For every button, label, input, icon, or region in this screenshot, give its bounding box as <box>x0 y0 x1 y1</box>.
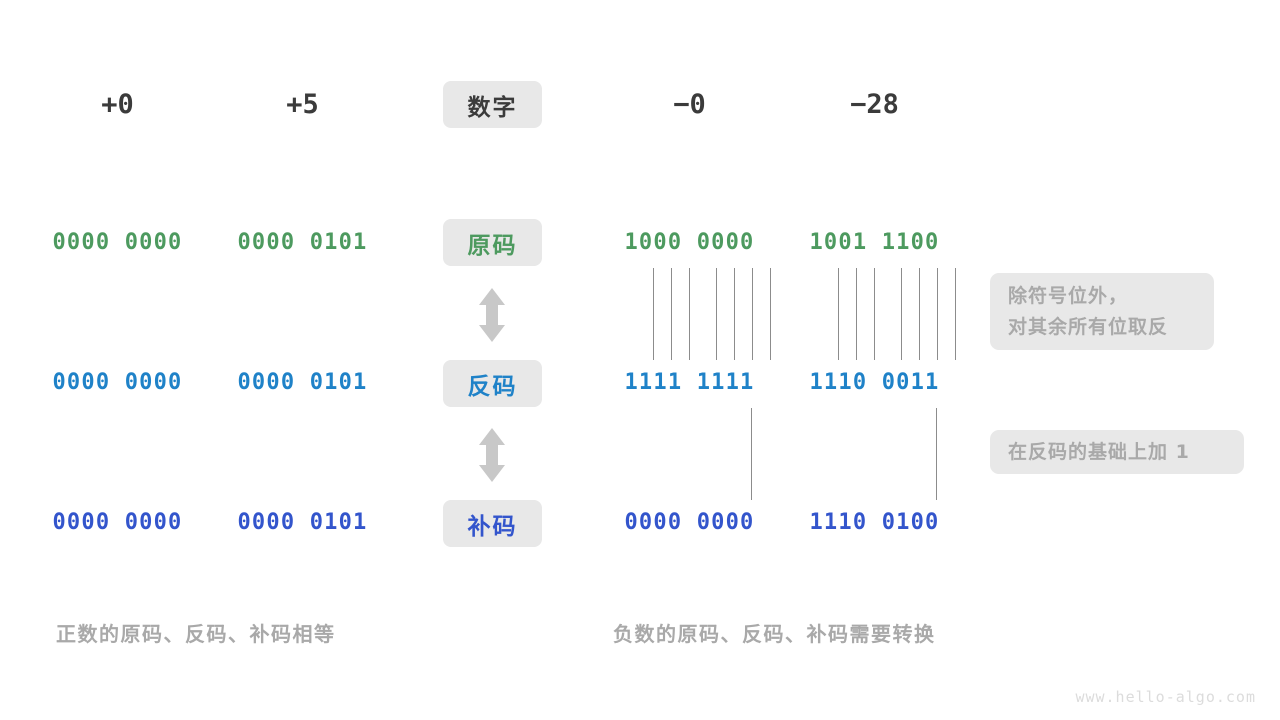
number-minus-twentyeight: −28 <box>850 88 899 120</box>
row-label-true-form: 原码 <box>443 219 542 266</box>
number-plus-zero: +0 <box>101 88 134 120</box>
note-invert-bits: 除符号位外， 对其余所有位取反 <box>990 273 1214 350</box>
trueform-plus-five: 0000 0101 <box>237 229 368 255</box>
connector-line <box>838 268 839 360</box>
connector-line <box>734 268 735 360</box>
connector-line <box>874 268 875 360</box>
connector-line <box>689 268 690 360</box>
connector-line <box>901 268 902 360</box>
connector-line <box>716 268 717 360</box>
note-add-one: 在反码的基础上加 1 <box>990 430 1244 474</box>
number-minus-zero: −0 <box>673 88 706 120</box>
connector-line <box>752 268 753 360</box>
number-plus-five: +5 <box>286 88 319 120</box>
connector-line <box>919 268 920 360</box>
trueform-plus-zero: 0000 0000 <box>52 229 183 255</box>
onescomp-plus-zero: 0000 0000 <box>52 369 183 395</box>
connector-line <box>856 268 857 360</box>
row-label-twos-complement: 补码 <box>443 500 542 547</box>
twoscomp-minus-twentyeight: 1110 0100 <box>809 509 940 535</box>
twoscomp-minus-zero: 0000 0000 <box>624 509 755 535</box>
row-label-number: 数字 <box>443 81 542 128</box>
caption-positive: 正数的原码、反码、补码相等 <box>56 622 336 646</box>
twoscomp-plus-five: 0000 0101 <box>237 509 368 535</box>
onescomp-minus-twentyeight: 1110 0011 <box>809 369 940 395</box>
caption-negative: 负数的原码、反码、补码需要转换 <box>613 622 936 646</box>
connector-line <box>653 268 654 360</box>
connector-line <box>751 408 752 500</box>
connector-line <box>955 268 956 360</box>
arrow-onescomp-to-twoscomp <box>478 428 506 482</box>
onescomp-minus-zero: 1111 1111 <box>624 369 755 395</box>
trueform-minus-twentyeight: 1001 1100 <box>809 229 940 255</box>
arrow-trueform-to-onescomp <box>478 288 506 342</box>
connector-line <box>770 268 771 360</box>
site-watermark: www.hello-algo.com <box>1075 688 1256 706</box>
connector-line <box>937 268 938 360</box>
twoscomp-plus-zero: 0000 0000 <box>52 509 183 535</box>
row-label-ones-complement: 反码 <box>443 360 542 407</box>
connector-line <box>671 268 672 360</box>
connector-line <box>936 408 937 500</box>
onescomp-plus-five: 0000 0101 <box>237 369 368 395</box>
trueform-minus-zero: 1000 0000 <box>624 229 755 255</box>
